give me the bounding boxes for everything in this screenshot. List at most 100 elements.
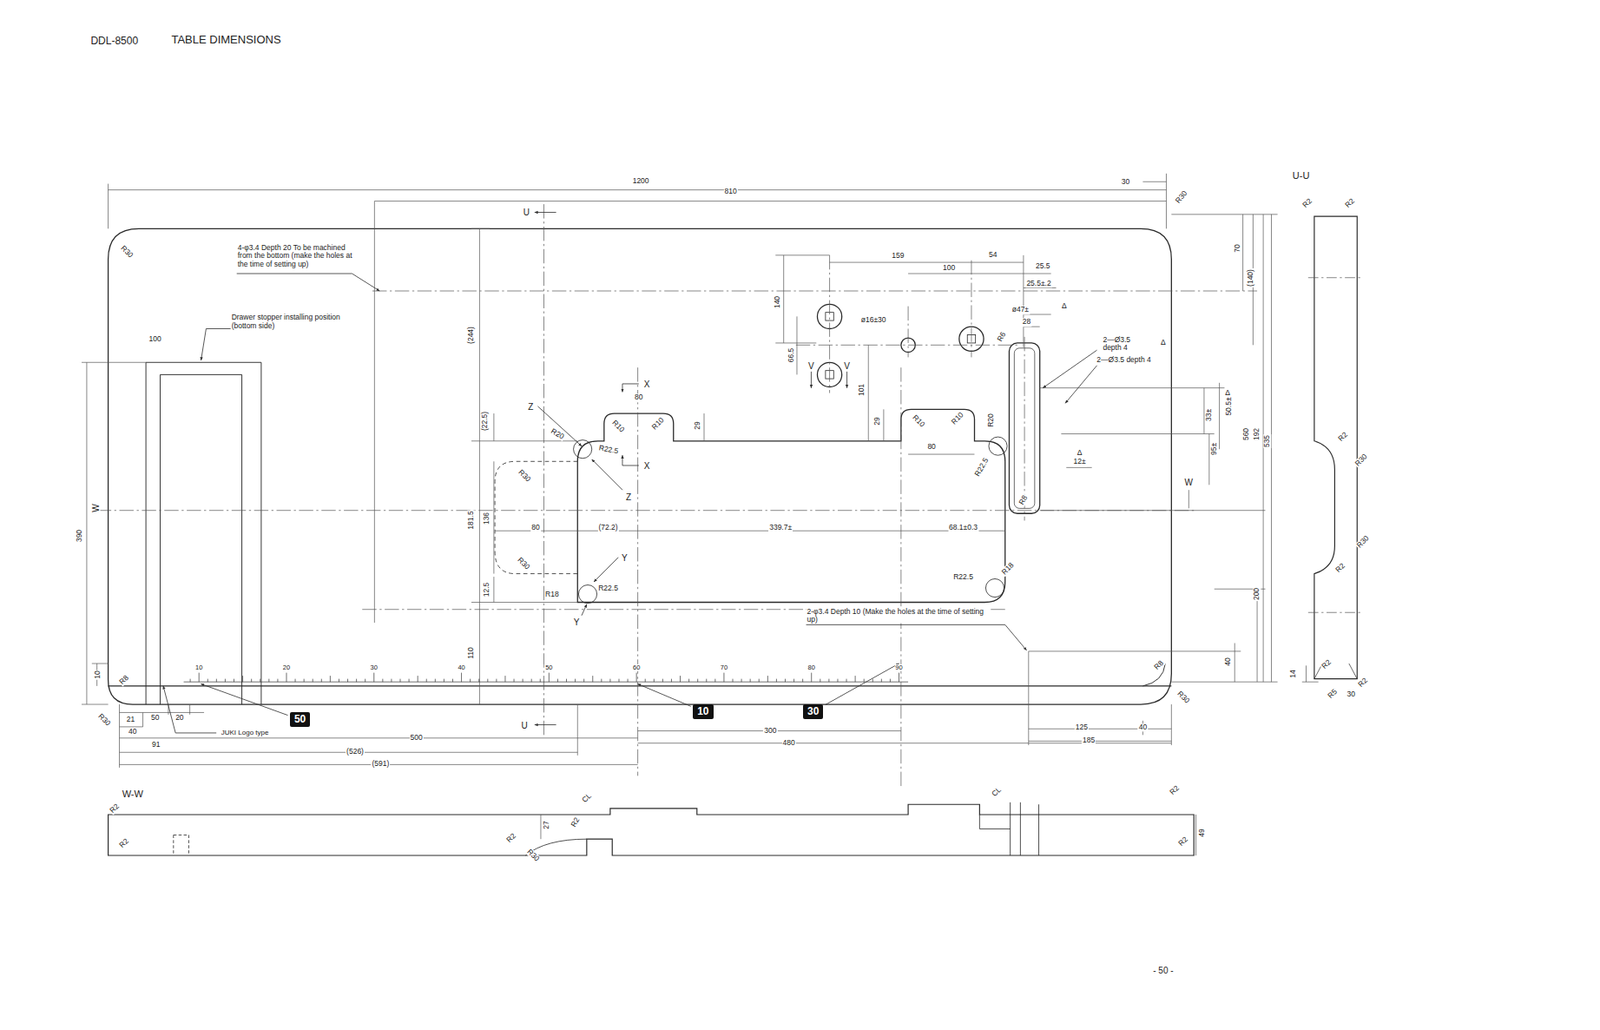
leader-line-part [806,624,1028,650]
table-outline-part [108,228,1173,705]
table-outline-part [578,585,597,604]
dimension-line-part [638,651,1173,745]
section-w-w-part [108,803,1195,856]
ruler-tick [478,678,480,683]
ruler-tick [767,675,769,682]
dimension-label: 12± [1072,458,1087,467]
dimension-line-part [829,255,1057,348]
ruler-tick [285,672,287,683]
table-outline-part [573,440,593,459]
dimension-label: R2 [1356,675,1370,690]
dimension-label: R2 [1177,834,1192,849]
ruler-tick [784,678,786,683]
dimension-label: R2 [1336,429,1350,444]
ruler-tick [417,675,419,682]
dimension-label: 20 [174,714,185,723]
leader-line-part [534,211,557,213]
dimension-label: R30 [514,554,532,572]
dimension-label: 339.7± [768,523,793,532]
dimension-label: R2 [1167,783,1182,797]
ruler-tick [863,678,865,683]
ruler-baseline [184,681,909,683]
leader-line-part [163,685,217,733]
dimension-label: U [522,207,531,218]
dimension-label: R2 [1300,196,1315,211]
ruler-tick [242,675,244,682]
dimension-label: 21 [125,715,136,724]
dimension-label: 66.5 [787,347,796,364]
dimension-label: R18 [544,591,560,600]
dimension-label: 101 [858,382,867,397]
dimension-label: 50.5± [1225,395,1234,416]
badge-text: 30 [807,705,819,718]
section-label: W-W [121,788,145,799]
ruler-tick [618,678,619,683]
dimension-label: R30 [1175,688,1192,705]
dimension-label: R2 [1319,657,1334,672]
ruler-tick [408,678,410,683]
ruler-tick [750,678,751,683]
ruler-tick [364,678,366,683]
table-outline-part [577,408,1005,602]
ruler-tick [653,678,655,683]
dimension-label: (526) [345,748,365,757]
ruler-tick [513,678,515,683]
scale-number: 80 [807,664,817,672]
logo-badge: 30 [803,704,824,719]
leader-line-part [622,383,639,392]
hidden-line-part [494,460,578,573]
section-u-u-part [1308,277,1363,613]
leader-line [825,663,900,705]
dimension-line [81,173,1278,768]
table-outline-part [145,362,262,705]
dimension-label: V [842,360,851,370]
dimension-label: V [807,360,816,370]
center-line-part [637,367,639,776]
dimension-label: R18 [1000,559,1017,577]
dimension-label: R2 [504,830,519,845]
ruler-tick [636,672,638,683]
dimension-label: U [520,719,529,730]
scale-number: 50 [544,664,554,672]
dimension-label: 181.5 [467,510,475,531]
dimension-label: 80 [530,523,540,532]
ruler-tick [198,672,200,683]
scale-number: 10 [194,664,204,672]
ruler-tick [250,678,252,683]
dimension-label: (22.5) [481,410,490,432]
ruler-tick [819,678,821,683]
ruler-tick [381,678,383,683]
leader-line-part [593,557,619,582]
ruler-tick [662,678,664,683]
ruler-tick [592,675,593,682]
dimension-label: R10 [650,414,667,432]
dimension-label: 810 [723,187,738,196]
leader-line-part [1065,365,1097,403]
dimension-label: 136 [482,511,491,526]
scale-number: 20 [282,664,291,672]
ruler-tick [705,678,707,683]
dimension-label: 30 [1345,691,1356,699]
table-outline [108,228,1173,705]
dimension-label: R10 [610,418,627,435]
dimension-line-part [1028,643,1241,683]
ruler-tick [645,678,646,683]
leader-line-part [237,273,381,291]
dimension-label: 68.1±0.3 [948,523,979,532]
center-line-part [1024,336,1026,521]
note-text: JUKI Logo type [220,729,270,738]
ruler-tick [531,678,533,683]
dimension-label: 535 [1263,434,1271,448]
leader-line [163,211,1097,732]
table-outline-part [988,436,1008,455]
ruler-tick [522,678,524,683]
leader-line [201,684,289,716]
dimension-label: R30 [1352,452,1370,469]
leader-line-part [534,724,557,725]
dimension-label: R2 [569,815,583,830]
center-line [97,204,1258,786]
dimension-label: R22.5 [597,585,619,593]
dimension-label: 80 [926,442,936,451]
